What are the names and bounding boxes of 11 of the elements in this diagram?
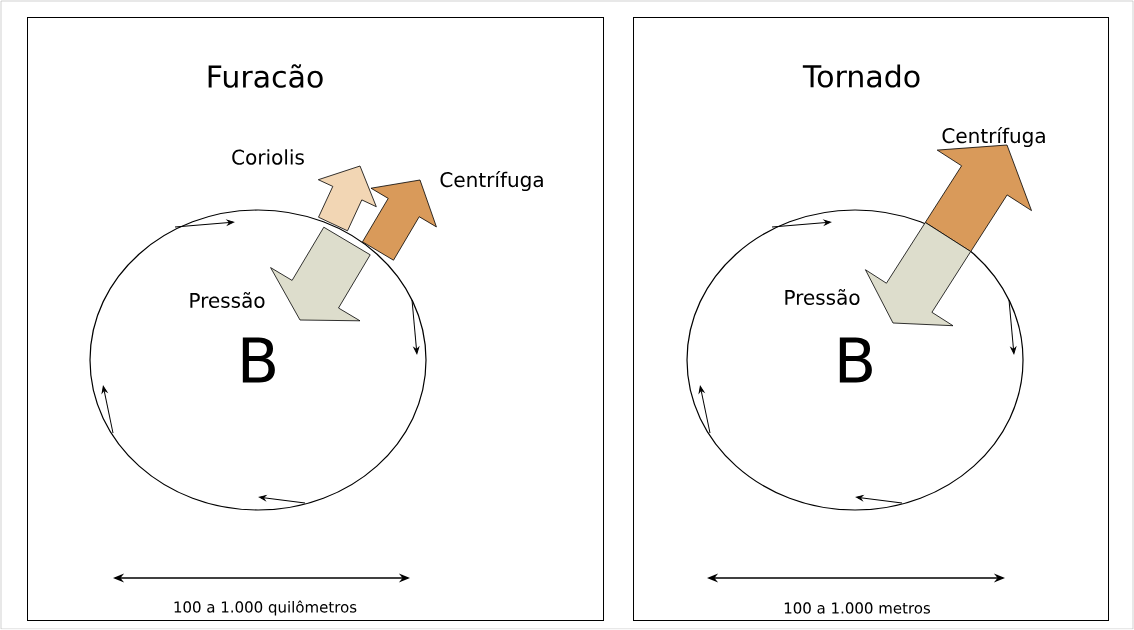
force-label: Centrífuga <box>440 170 543 192</box>
force-label: Pressão <box>190 292 265 308</box>
force-label: Coriolis <box>232 149 304 165</box>
panel-title: Tornado <box>802 64 920 88</box>
dimension-label: 100 a 1.000 metros <box>784 602 931 614</box>
panel <box>633 17 1109 621</box>
force-label: Centrífuga <box>942 126 1045 148</box>
panel-title: Furacão <box>208 64 323 88</box>
dimension-label: 100 a 1.000 quilômetros <box>174 600 357 616</box>
panel <box>27 17 604 621</box>
force-label: Pressão <box>785 289 860 305</box>
